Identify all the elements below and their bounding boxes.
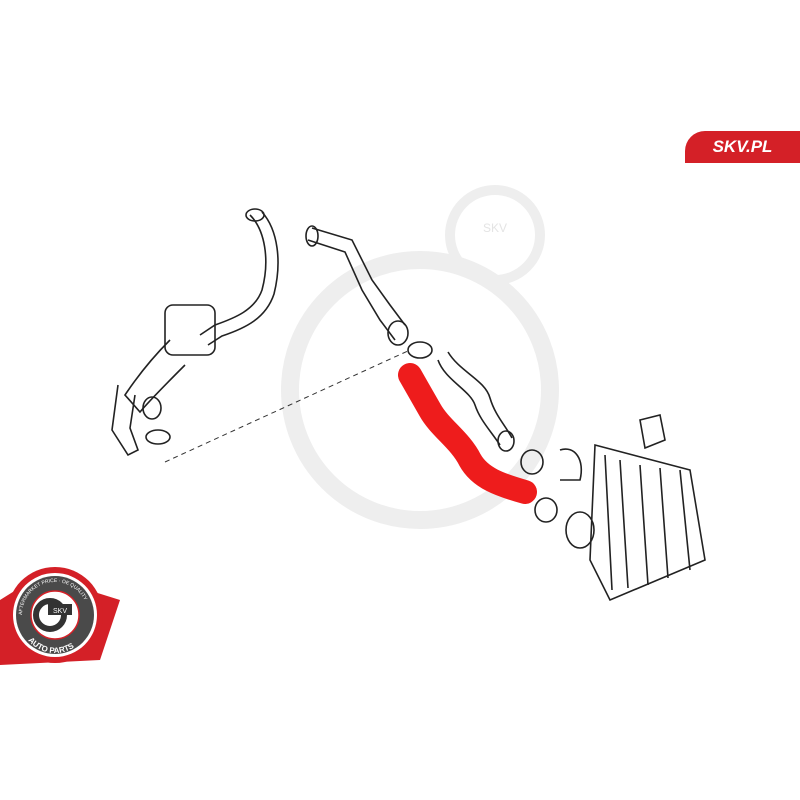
- badge-center-text: SKV: [53, 608, 67, 615]
- secondary-hose: [437, 351, 558, 523]
- upper-pipe: [305, 225, 433, 359]
- highlighted-intercooler-hose: [398, 363, 537, 504]
- brand-label: SKV.PL: [685, 131, 800, 163]
- left-pipe-assembly: [111, 208, 279, 457]
- watermark-gear-icon: [281, 185, 559, 529]
- intercooler: [559, 414, 706, 602]
- watermark-text: SKV: [483, 221, 507, 235]
